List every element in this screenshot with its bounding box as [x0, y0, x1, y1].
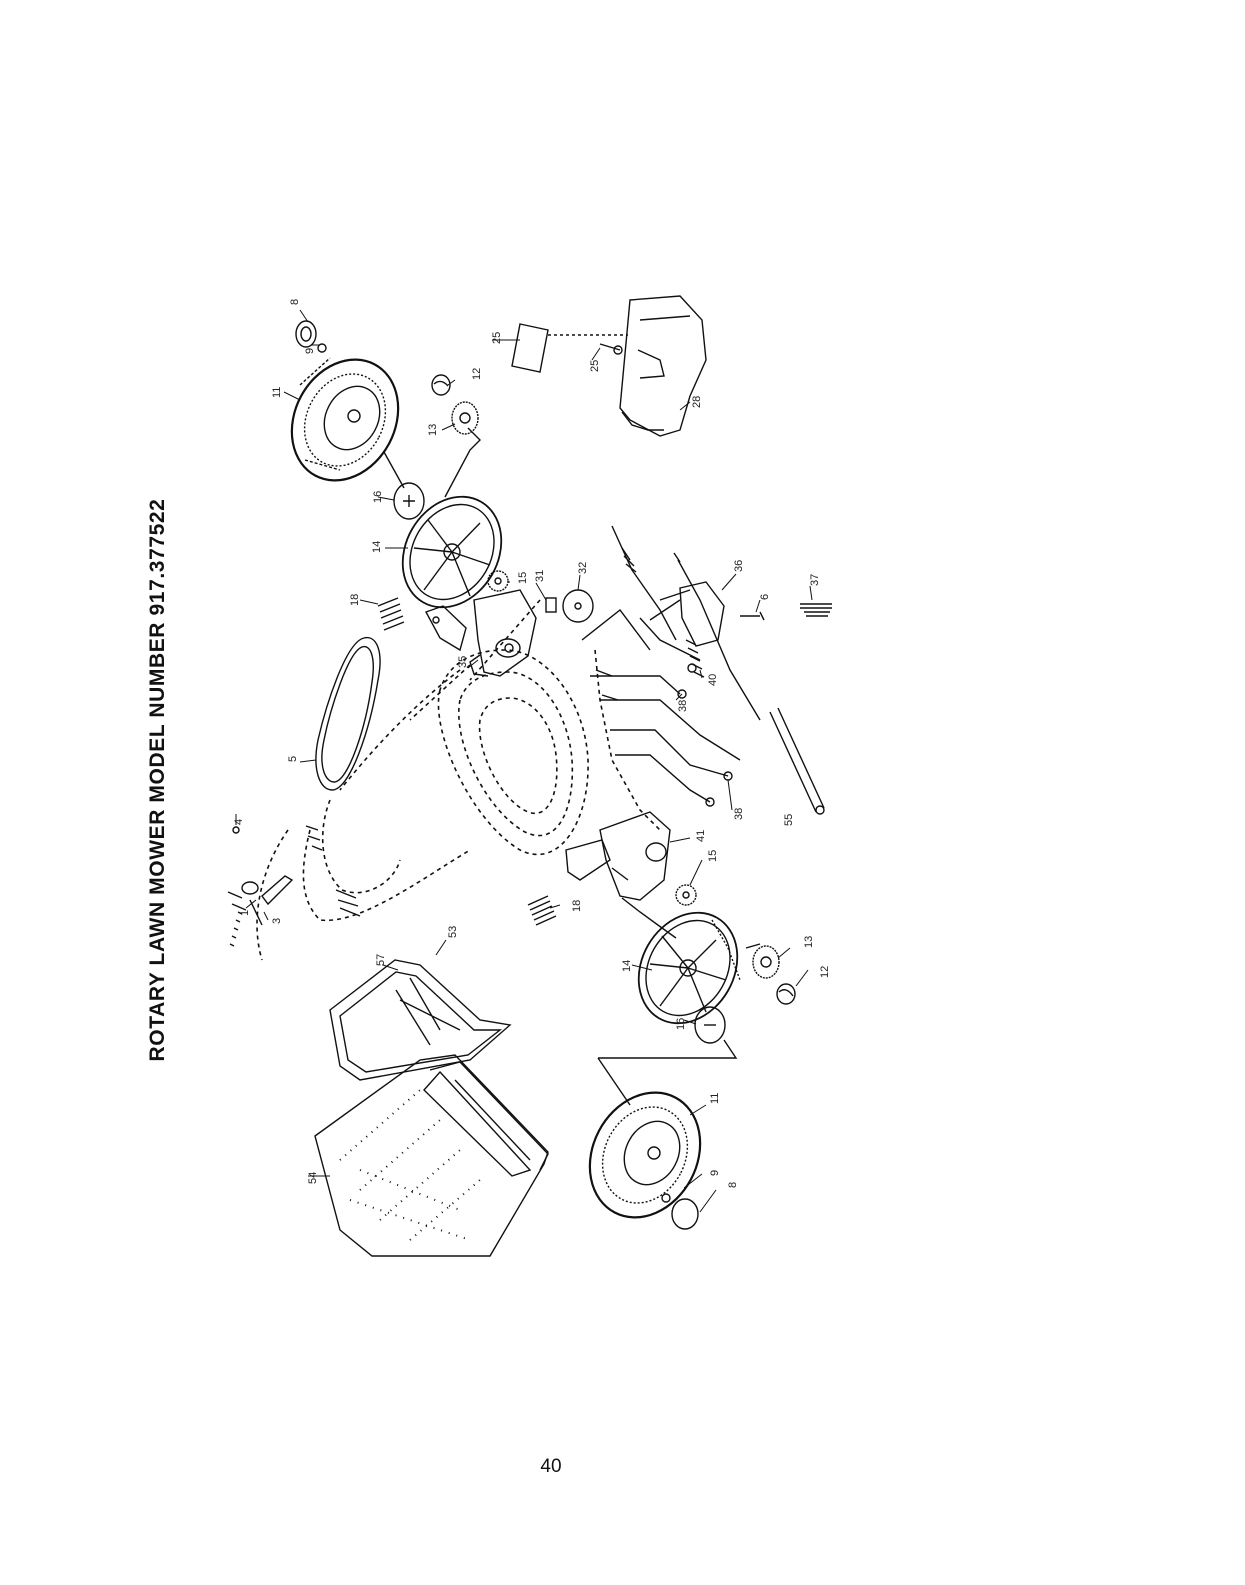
nut-31 [546, 598, 556, 612]
part-label: 9 [304, 348, 316, 354]
axle-bracket [582, 526, 760, 720]
part-label: 28 [691, 396, 703, 408]
part-label: 38 [733, 808, 745, 820]
part-label: 18 [571, 900, 583, 912]
part-label: 25 [589, 360, 601, 372]
part-label: 12 [819, 966, 831, 978]
part-label: 15 [707, 850, 719, 862]
spring-top [378, 598, 404, 630]
part-label: 35 [457, 656, 469, 668]
part-label: 12 [471, 368, 483, 380]
part-label: 3 [271, 918, 283, 924]
part-label: 8 [289, 299, 301, 305]
part-label: 13 [803, 936, 815, 948]
grass-bag [315, 1055, 548, 1256]
spring-37 [800, 604, 832, 616]
gear-top [452, 402, 478, 434]
hubcap-top [296, 321, 326, 352]
part-label: 9 [709, 1170, 721, 1176]
part-label: 16 [675, 1018, 687, 1030]
clip-bottom [777, 984, 795, 1004]
part-label: 13 [427, 424, 439, 436]
part-label: 4 [233, 819, 245, 825]
part-label: 8 [727, 1182, 739, 1188]
part-label: 1 [239, 910, 251, 916]
part-label: 11 [271, 387, 283, 398]
clip-top [432, 375, 450, 395]
decal-25 [512, 324, 548, 372]
pinion-top [488, 571, 508, 591]
drive-belt [316, 638, 380, 790]
part-label: 38 [677, 700, 689, 712]
part-label: 18 [349, 594, 361, 606]
part-label: 16 [372, 491, 384, 503]
spring-bottom [528, 896, 556, 925]
part-label: 53 [447, 926, 459, 938]
part-label: 5 [287, 756, 299, 762]
axle-rod-55 [770, 708, 824, 814]
part-label: 14 [621, 960, 633, 972]
wheel-hub-bottom [619, 895, 757, 1041]
part-label: 15 [517, 572, 529, 584]
part-label: 32 [577, 562, 589, 574]
grass-bag-frame [330, 960, 510, 1080]
part-label: 55 [783, 814, 795, 826]
lower-bracket [566, 812, 676, 938]
part-label: 6 [759, 594, 771, 600]
part-label: 40 [707, 674, 719, 686]
handle-knob-assembly [228, 826, 360, 946]
transmission-housing [426, 590, 536, 676]
pinion-bottom [676, 885, 696, 905]
screw-25 [600, 344, 622, 354]
washer-top [394, 483, 424, 519]
part-label: 57 [375, 954, 387, 966]
pulley-32 [563, 590, 593, 622]
part-label: 54 [307, 1172, 319, 1184]
part-label: 14 [371, 541, 383, 553]
part-label: 36 [733, 560, 745, 572]
part-label: 25 [491, 332, 503, 344]
page-number: 40 [540, 1456, 561, 1478]
part-label: 41 [695, 830, 707, 842]
hubcap-bottom [662, 1194, 698, 1229]
part-label: 37 [809, 574, 821, 586]
deck-outline [257, 600, 660, 960]
rear-cover [620, 296, 706, 436]
part-label: 31 [534, 570, 546, 582]
gear-bottom [746, 944, 779, 978]
bolt-6 [740, 612, 764, 620]
part-label: 11 [709, 1093, 721, 1104]
